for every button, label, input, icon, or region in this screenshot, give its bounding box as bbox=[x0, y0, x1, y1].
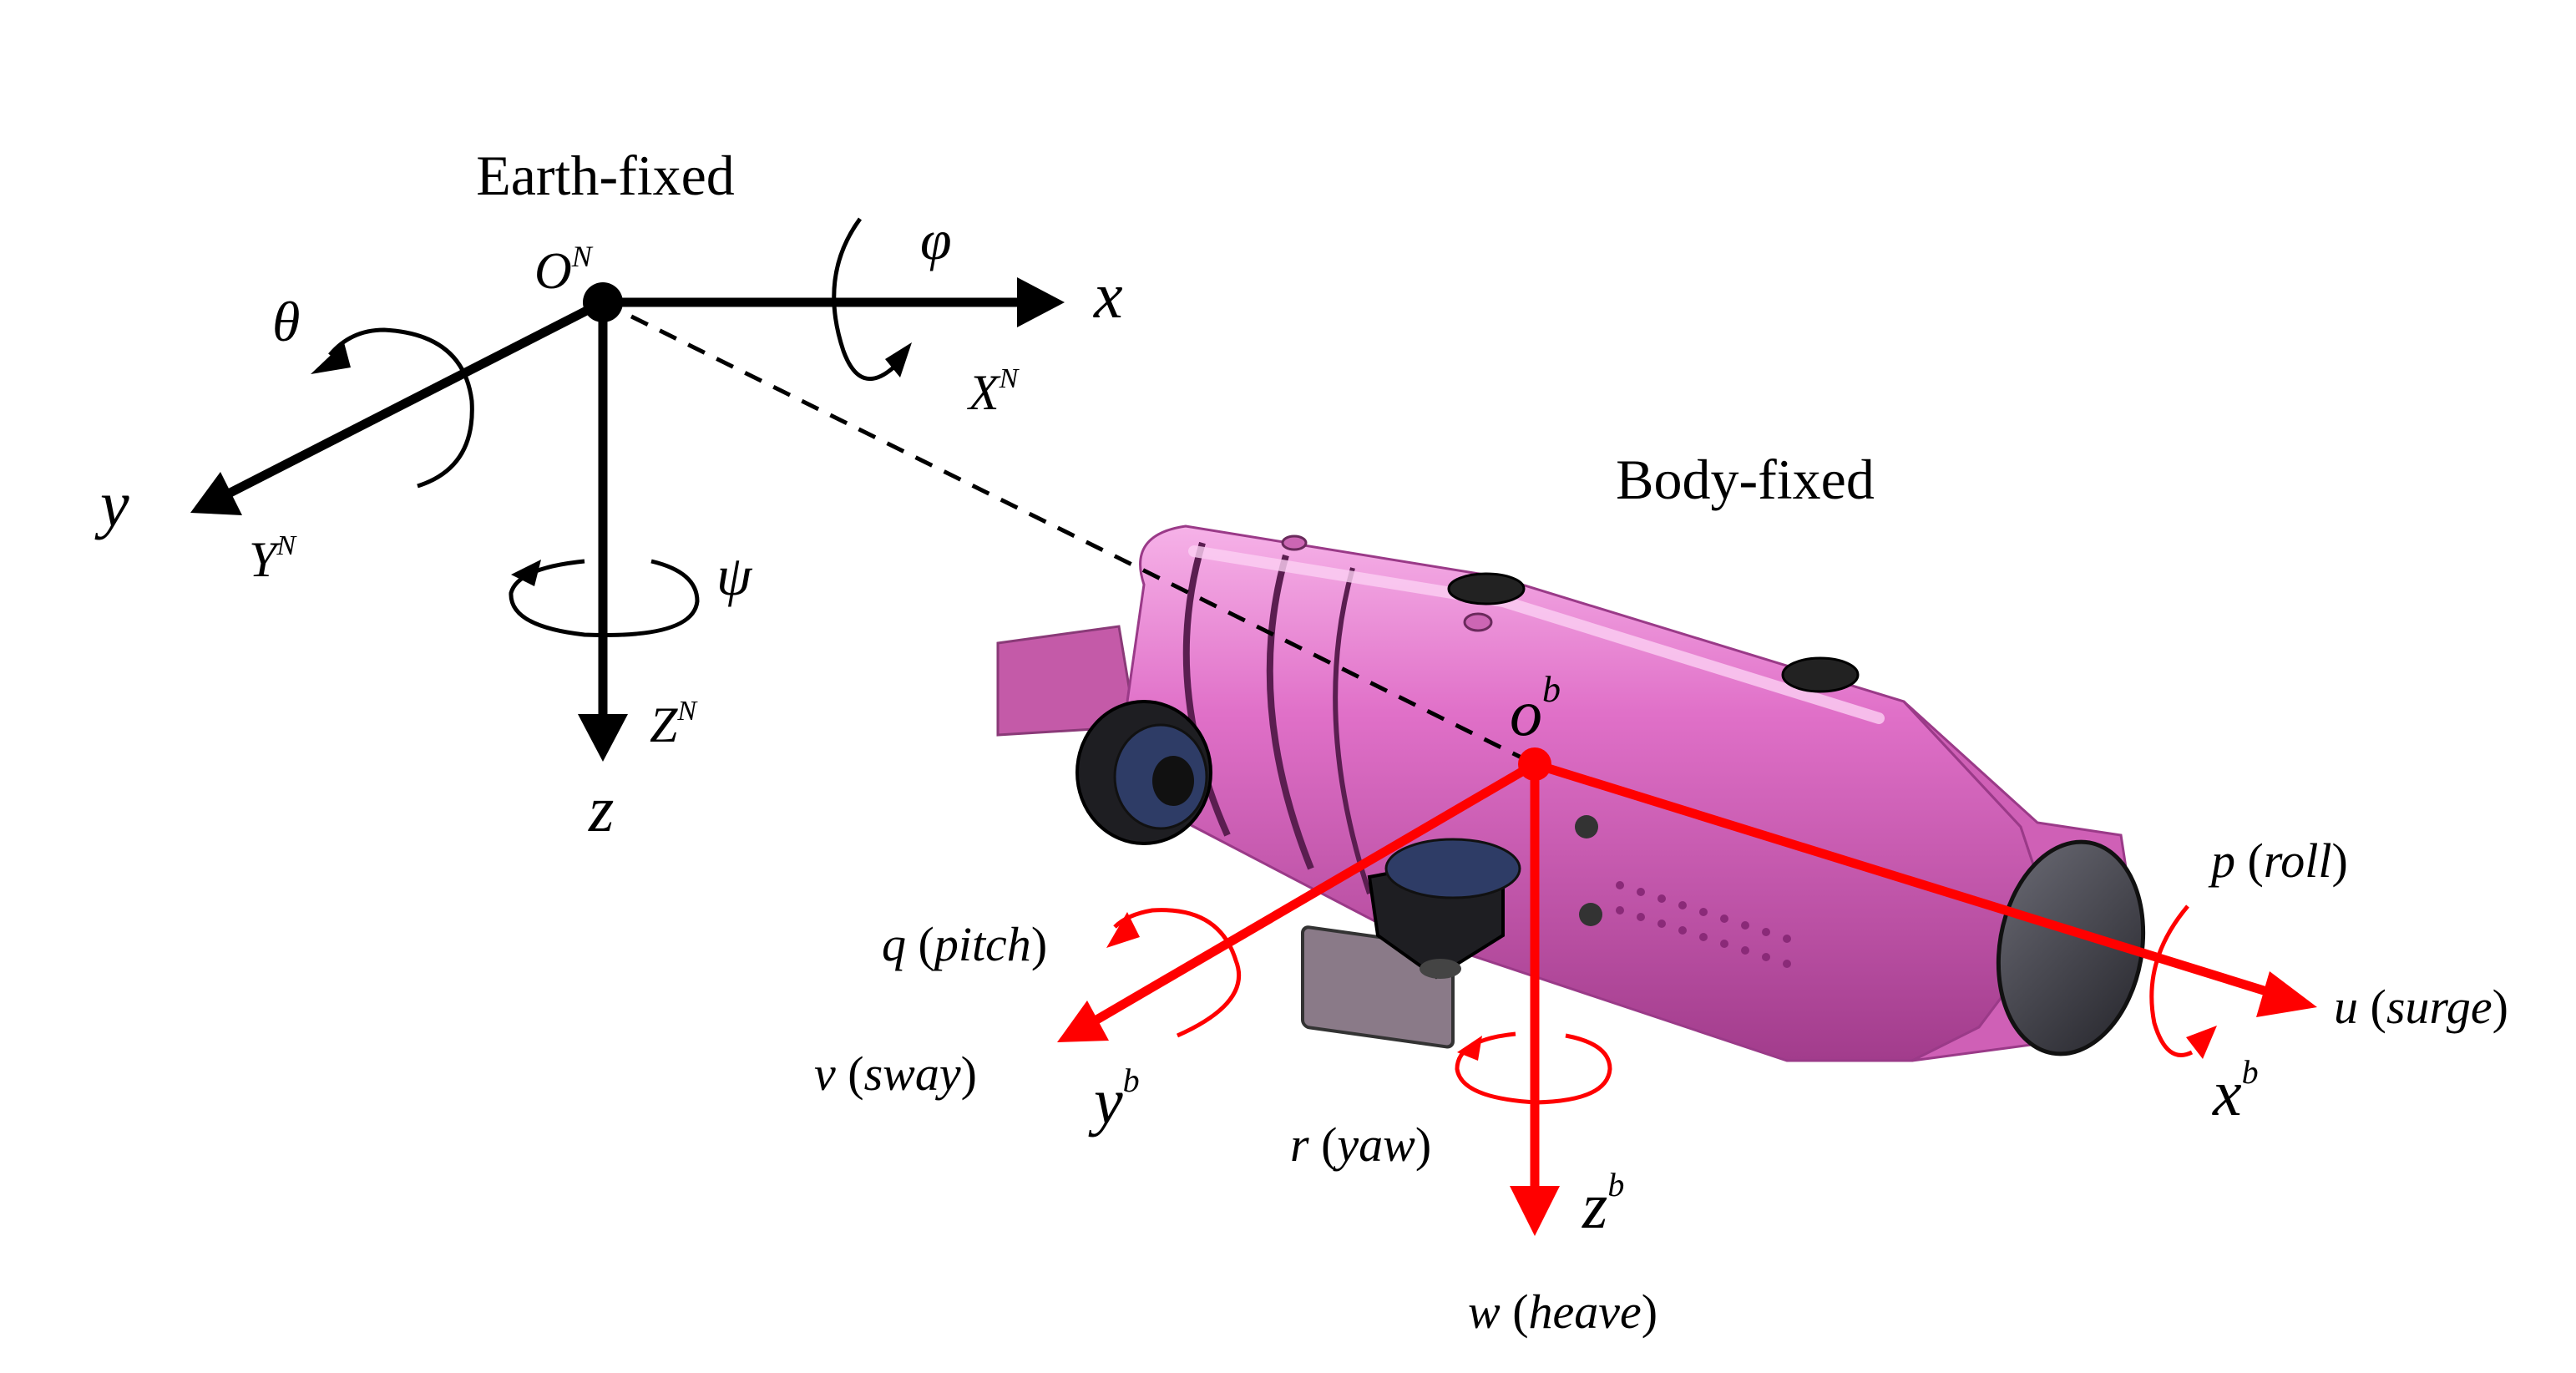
psi-rotation-arrowhead bbox=[511, 560, 541, 586]
theta-rotation-arc bbox=[328, 327, 474, 489]
body-x-label: xb bbox=[2212, 1053, 2259, 1129]
body-origin-label: ob bbox=[1510, 669, 1561, 749]
side-thruster bbox=[1075, 700, 1212, 845]
body-y-arrowhead bbox=[1057, 1001, 1109, 1042]
bottom-thruster bbox=[1367, 838, 1521, 980]
body-y-axis-arrow bbox=[1081, 760, 1537, 1031]
heave-label: w (heave) bbox=[1468, 1284, 1657, 1339]
phi-rotation-arrowhead bbox=[885, 342, 912, 377]
pitch-rotation-arrowhead bbox=[1106, 912, 1140, 948]
psi-label: ψ bbox=[716, 544, 753, 607]
roll-rotation-arc bbox=[2149, 904, 2194, 1057]
psi-rotation-arc bbox=[509, 559, 700, 637]
top-thruster bbox=[1781, 656, 1860, 693]
roll-rotation-arrowhead bbox=[2186, 1026, 2217, 1059]
body-origin-dot bbox=[1518, 747, 1551, 781]
side-knob bbox=[1575, 815, 1598, 838]
yaw-rotation-arrowhead bbox=[1457, 1036, 1482, 1061]
yaw-rotation-arc bbox=[1455, 1031, 1612, 1105]
earth-z-arrowhead bbox=[578, 714, 628, 762]
body-x-arrowhead bbox=[2256, 971, 2317, 1017]
earth-z-axis-name: ZN bbox=[650, 696, 698, 752]
body-fixed-title: Body-fixed bbox=[1616, 448, 1875, 511]
earth-y-arrowhead bbox=[190, 472, 242, 515]
earth-fixed-frame: Earth-fixed ON x y z XN bbox=[94, 144, 1536, 845]
earth-y-label: y bbox=[94, 468, 129, 540]
earth-y-axis-arrow bbox=[215, 298, 605, 504]
front-camera-lens bbox=[1996, 839, 2146, 1056]
theta-rotation-arrowhead bbox=[311, 342, 351, 374]
earth-origin-label: ON bbox=[534, 240, 594, 300]
body-z-arrowhead bbox=[1510, 1186, 1560, 1236]
surge-label: u (surge) bbox=[2334, 980, 2508, 1034]
position-vector-dashed-line bbox=[601, 300, 1536, 767]
phi-rotation-arc bbox=[832, 217, 895, 382]
side-knob bbox=[1579, 903, 1602, 926]
theta-label: θ bbox=[272, 290, 300, 353]
sway-label: v (sway) bbox=[814, 1046, 977, 1101]
earth-origin-dot bbox=[583, 282, 623, 322]
hull-ring bbox=[1182, 541, 1231, 837]
body-y-label: yb bbox=[1088, 1061, 1140, 1137]
earth-x-arrowhead bbox=[1017, 277, 1065, 327]
earth-x-label: x bbox=[1093, 259, 1123, 332]
earth-x-axis-name: XN bbox=[967, 363, 1020, 420]
top-connector bbox=[1281, 535, 1308, 551]
phi-label: φ bbox=[920, 208, 952, 271]
hull-ring bbox=[1333, 567, 1372, 894]
yaw-label: r (yaw) bbox=[1290, 1117, 1431, 1172]
body-fixed-frame: Body-fixed ob xb yb zb bbox=[814, 448, 2508, 1339]
top-connector bbox=[1463, 612, 1493, 632]
earth-z-label: z bbox=[588, 773, 614, 845]
earth-y-axis-name: YN bbox=[249, 530, 297, 587]
pitch-label: q (pitch) bbox=[882, 917, 1047, 971]
pitch-rotation-arc bbox=[1113, 908, 1242, 1038]
vent-holes bbox=[1616, 881, 1791, 968]
body-x-axis-arrow bbox=[1533, 759, 2290, 1003]
hull-body bbox=[1126, 524, 2056, 1062]
hull-ring bbox=[1266, 554, 1314, 870]
body-z-label: zb bbox=[1582, 1166, 1624, 1242]
top-thruster bbox=[1447, 572, 1526, 605]
roll-label: p (roll) bbox=[2208, 833, 2348, 888]
earth-fixed-title: Earth-fixed bbox=[476, 144, 735, 207]
auv-vehicle-image bbox=[996, 524, 2146, 1062]
